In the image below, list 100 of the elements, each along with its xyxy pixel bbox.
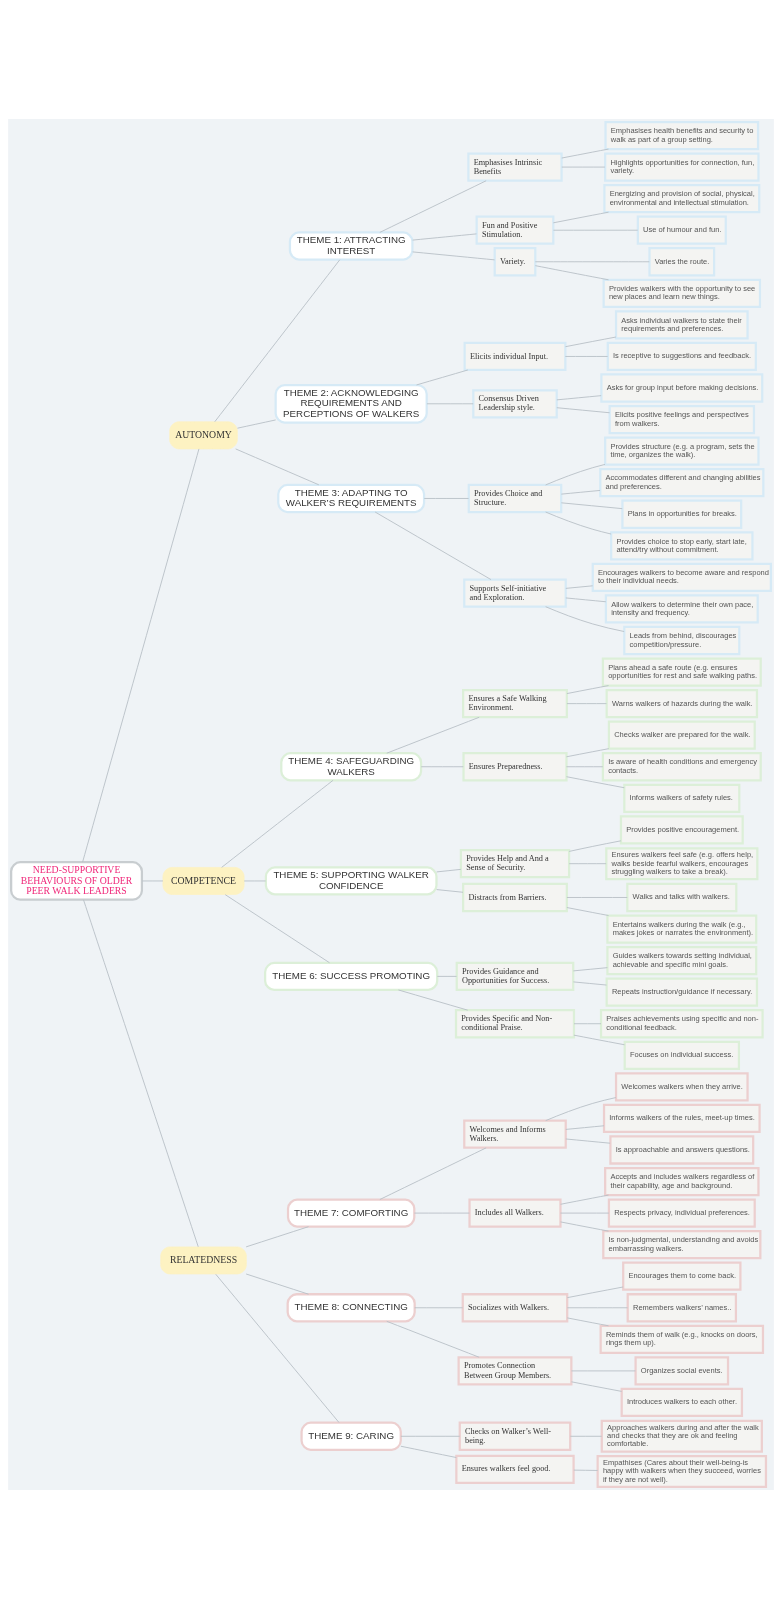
connector: [556, 407, 611, 414]
node-box: Provides Guidance and Opportunities for Success.: [455, 961, 575, 992]
connector: [237, 419, 277, 429]
node-box: Provides Help and And a Sense of Security.: [459, 849, 571, 879]
node-box: THEME 1: ATTRACTING INTEREST: [288, 231, 414, 261]
node-box: Is non-judgmental, understanding and avoids embarrassing walkers.: [602, 1230, 762, 1260]
node-box: Provides structure (e.g. a program, sets the time, organizes the walk).: [604, 436, 760, 466]
connector: [566, 1286, 624, 1299]
node-box: Emphasises Intrinsic Benefits: [467, 152, 563, 182]
connector: [245, 1226, 309, 1248]
connector: [566, 1307, 628, 1309]
connector: [224, 894, 330, 964]
node-box: Informs walkers of safety rules.: [623, 783, 741, 813]
node-box: Highlights opportunities for connection, fun, variety.: [604, 152, 760, 182]
node-box: THEME 5: SUPPORTING WALKER CONFIDENCE: [264, 866, 438, 896]
connector: [556, 395, 602, 401]
connector: [83, 899, 199, 1248]
node-box: Encourages walkers to become aware and respond to their individual needs.: [591, 562, 772, 593]
node-box: Ensures Preparedness.: [462, 752, 568, 782]
connector: [414, 1307, 464, 1309]
connector: [553, 229, 639, 231]
connector: [566, 766, 604, 768]
node-box: Emphasises health benefits and security to walk as part of a group setting.: [604, 120, 760, 151]
node-box: Socializes with Walkers.: [461, 1293, 569, 1323]
node-box: Welcomes walkers when they arrive.: [614, 1072, 749, 1102]
node-box: Asks for group input before making decisions.: [600, 373, 764, 403]
node-box: NEED-SUPPORTIVE BEHAVIOURS OF OLDER PEER WALK LEADERS: [10, 861, 144, 901]
connector: [569, 1435, 603, 1437]
node-box: Accepts and includes walkers regardless of their capability, age and background.: [604, 1166, 760, 1197]
connector: [568, 840, 622, 852]
connector: [571, 1381, 623, 1392]
connector: [412, 251, 496, 261]
connector: [561, 148, 609, 159]
node-box: THEME 6: SUCCESS PROMOTING: [264, 961, 439, 992]
connector: [573, 1034, 625, 1046]
connector: [436, 868, 462, 873]
connector: [572, 967, 608, 972]
node-box: Warns walkers of hazards during the walk.: [605, 688, 759, 719]
connector: [379, 180, 487, 233]
connector: [436, 975, 457, 977]
node-box: Fun and Positive Stimulation.: [475, 215, 555, 245]
node-box: Walks and talks with walkers.: [626, 882, 738, 913]
node-box: Provides Choice and Structure.: [467, 483, 563, 514]
node-box: Accommodates different and changing abilities and preferences.: [599, 468, 765, 498]
node-box: Consensus Driven Leadership style.: [472, 389, 558, 419]
connector: [426, 403, 474, 405]
node-box: Promotes Connection Between Group Members.: [457, 1356, 573, 1386]
node-box: Respects privacy, individual preferences.: [607, 1198, 756, 1228]
node-box: Welcomes and Informs Walkers.: [463, 1119, 567, 1149]
node-box: THEME 3: ADAPTING TO WALKER’S REQUIREMENTS: [277, 483, 426, 514]
connector: [565, 336, 617, 348]
connector: [545, 511, 612, 535]
connector: [245, 1273, 309, 1295]
connector: [214, 259, 341, 423]
node-box: Includes all Walkers.: [468, 1198, 562, 1228]
node-box: Guides walkers towards setting individual, achievable and specific mini goals.: [606, 945, 758, 976]
connector: [564, 356, 609, 357]
connector: [221, 779, 334, 868]
connector: [215, 1273, 340, 1423]
connector: [560, 502, 623, 510]
node-box: THEME 8: CONNECTING: [286, 1293, 416, 1323]
node-box: Reminds them of walk (e.g., knocks on doors, rings them up).: [599, 1324, 765, 1354]
node-box: Organizes social events.: [634, 1356, 730, 1386]
connector: [534, 261, 650, 263]
connector: [398, 989, 469, 1011]
connector: [566, 907, 609, 916]
node-box: Provides Specific and Non-conditional Praise.: [454, 1009, 576, 1039]
connector: [566, 776, 625, 789]
node-box: Informs walkers of the rules, meet-up times.: [602, 1103, 761, 1134]
node-box: Is approachable and answers questions.: [609, 1135, 755, 1165]
node-box: Use of humour and fun.: [636, 215, 727, 245]
connector: [374, 511, 492, 581]
connector: [423, 498, 469, 499]
connector: [400, 1445, 457, 1458]
connector: [82, 448, 200, 863]
node-box: Focuses on individual success.: [623, 1040, 741, 1070]
node-box: THEME 7: COMFORTING: [286, 1198, 416, 1228]
connector: [386, 1320, 480, 1358]
node-box: Ensures a Safe Walking Environment.: [462, 688, 568, 719]
connector: [545, 606, 625, 632]
connector: [235, 448, 320, 486]
connector: [386, 716, 480, 754]
node-box: Variety.: [493, 247, 537, 277]
connector: [416, 369, 469, 386]
connector: [436, 889, 464, 893]
node-box: Entertains walkers during the walk (e.g., makes jokes or narrates the environment).: [606, 914, 758, 944]
node-box: Provides walkers with the opportunity to see new places and learn new things.: [602, 278, 762, 308]
node-box: Is aware of health conditions and emergency contacts.: [601, 752, 762, 782]
connector: [565, 585, 594, 589]
node-box: Encourages them to come back.: [622, 1261, 742, 1291]
node-box: Plans ahead a safe route (e.g. ensures opportunities for rest and safe walking paths.: [601, 657, 762, 687]
connector: [566, 748, 610, 758]
connector: [566, 685, 609, 695]
node-box: RELATEDNESS: [160, 1246, 247, 1275]
node-box: THEME 9: CARING: [300, 1421, 402, 1451]
node-box: Is receptive to suggestions and feedback.: [606, 341, 757, 372]
node-box: Approaches walkers during and after the walk and checks that they are ok and feeling comfortable.: [600, 1419, 763, 1453]
node-box: AUTONOMY: [169, 421, 238, 450]
connector: [566, 703, 607, 705]
connector: [400, 1435, 461, 1437]
